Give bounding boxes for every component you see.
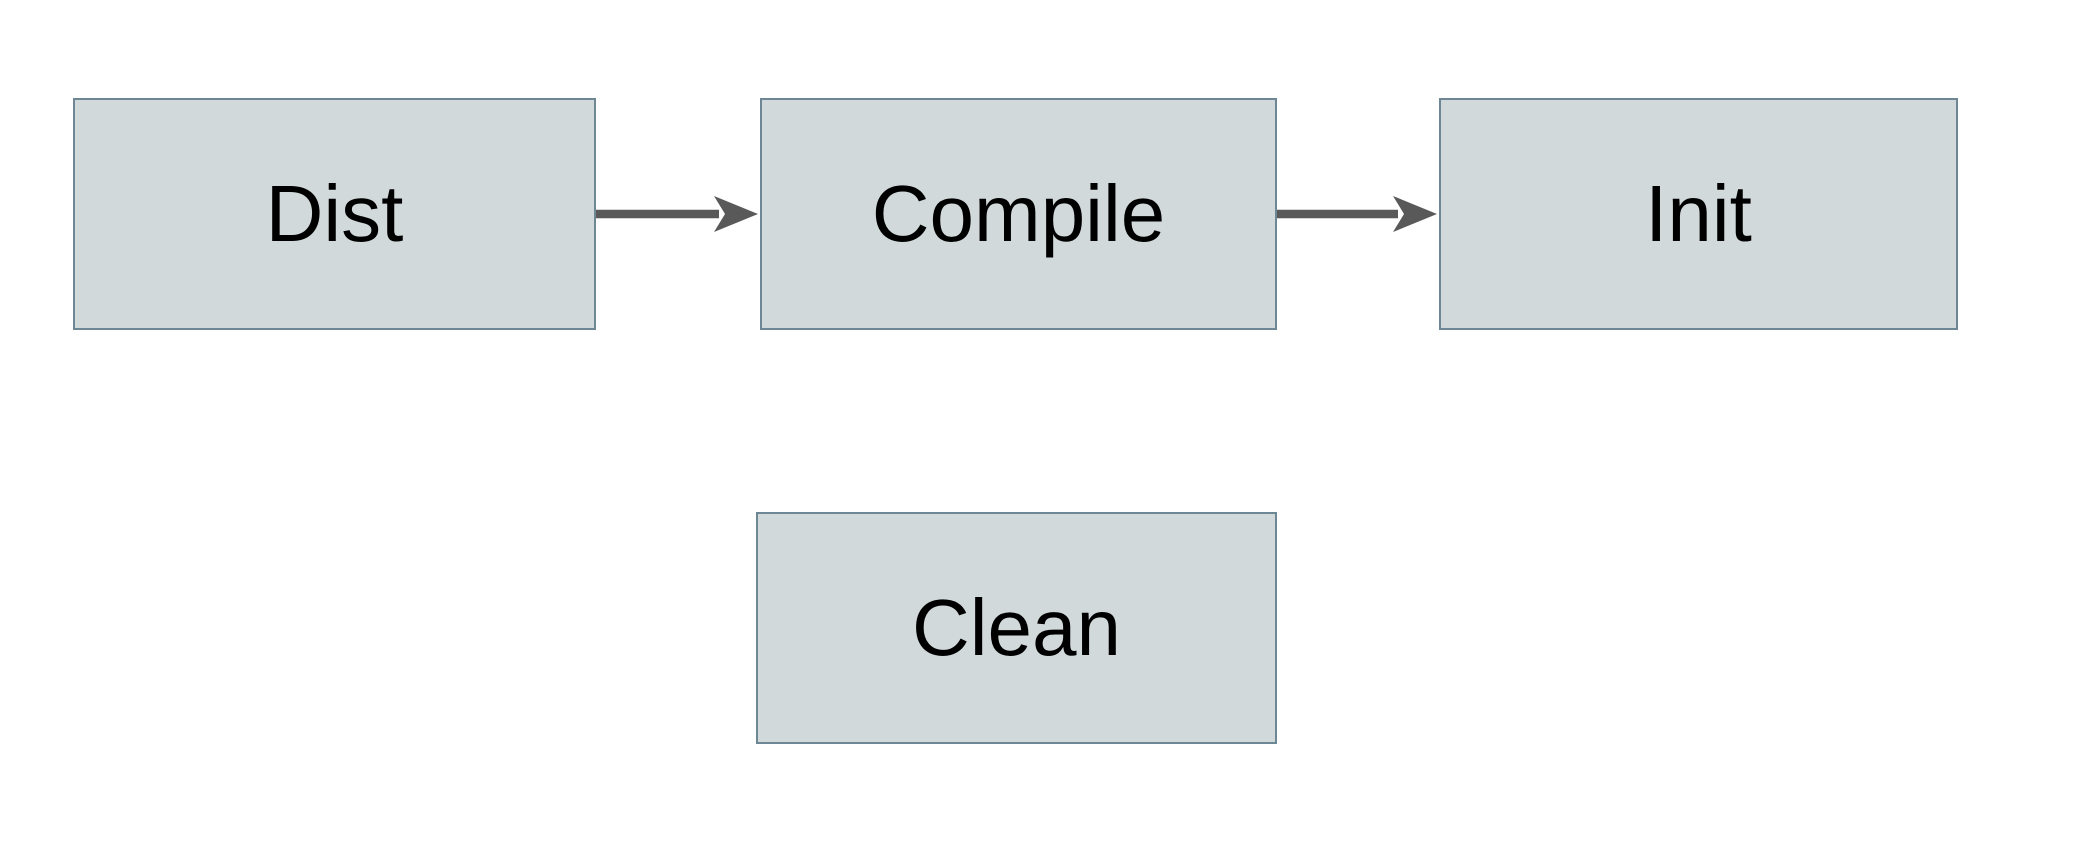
arrow-compile-to-init-icon: [1277, 196, 1437, 232]
node-init-label: Init: [1645, 169, 1752, 258]
node-compile-label: Compile: [871, 169, 1166, 258]
node-compile: Compile: [760, 98, 1277, 330]
node-clean: Clean: [756, 512, 1277, 744]
node-clean-label: Clean: [911, 583, 1122, 672]
arrow-dist-to-compile-icon: [596, 196, 758, 232]
node-dist: Dist: [73, 98, 596, 330]
node-init: Init: [1439, 98, 1958, 330]
node-dist-label: Dist: [265, 169, 404, 258]
